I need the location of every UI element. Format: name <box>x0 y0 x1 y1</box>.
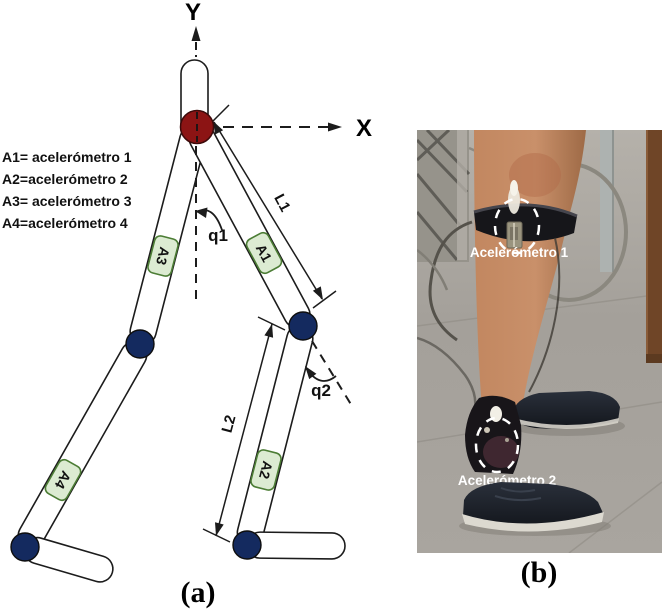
legend-line-a3: A3= acelerómetro 3 <box>2 193 132 209</box>
right-ankle-joint <box>232 530 262 560</box>
left-ankle-joint <box>10 532 40 562</box>
sensor-a1-label: A1 <box>253 241 276 265</box>
x-axis-arrow-icon <box>328 122 342 132</box>
q2-angle-label: q2 <box>311 381 331 400</box>
knee-shading <box>509 153 561 197</box>
y-axis-arrow-icon <box>191 26 201 41</box>
l1-length-label: L1 <box>270 191 293 214</box>
l1-arrow-icon <box>213 121 224 135</box>
knee-strap <box>474 204 577 242</box>
knee-strap-highlight <box>473 203 578 218</box>
ankle-strap-tint <box>483 436 519 468</box>
q1-angle-label: q1 <box>208 226 228 245</box>
q1-arrow-icon <box>195 207 208 218</box>
l2-arrow-icon <box>215 522 224 536</box>
metal-frame <box>417 130 471 262</box>
l2-dimension <box>202 316 286 543</box>
accelerometer-1-device <box>506 221 523 249</box>
y-axis-label: Y <box>185 0 201 26</box>
sensor-a1: A1 <box>245 231 283 275</box>
left-knee-joint <box>125 329 155 359</box>
l2-arrow-icon <box>264 324 274 338</box>
legend-line-a1: A1= acelerómetro 1 <box>2 149 132 165</box>
x-axis-label: X <box>356 115 372 142</box>
front-shoe <box>463 482 603 528</box>
left-shank-link <box>17 341 148 550</box>
accelerometer-1-marker <box>493 197 541 255</box>
cables <box>417 146 510 409</box>
accelerometer-1-label: Acelerómetro 1 <box>470 245 569 260</box>
calf-cable <box>528 237 561 393</box>
leg <box>474 130 586 423</box>
right-knee-joint <box>288 311 318 341</box>
background-pole <box>600 130 613 272</box>
back-shoe <box>512 391 620 429</box>
sensor-a2: A2 <box>250 449 282 491</box>
back-shoe-sole <box>513 418 619 429</box>
sensor-a4-label: A4 <box>52 468 75 492</box>
l1-arrow-icon <box>312 286 323 300</box>
sensor-a2-label: A2 <box>256 459 276 481</box>
q2-arrow-icon <box>305 366 317 380</box>
caption-a: (a) <box>180 576 216 609</box>
legend-line-a2: A2=acelerómetro 2 <box>2 171 128 187</box>
thigh-extension-dashed-line <box>311 340 353 407</box>
right-shank-link <box>236 324 314 547</box>
legend-line-a4: A4=acelerómetro 4 <box>2 215 128 231</box>
wood-panel <box>646 130 662 363</box>
leg-model-diagram: A1 A2 A3 A4 Y X q1 q2 L1 L2 <box>10 0 372 583</box>
sensor-a4: A4 <box>44 458 82 502</box>
leg-photo: Acelerómetro 1 Acelerómetro 2 <box>417 130 662 553</box>
right-thigh-link <box>188 124 311 329</box>
accelerometer-legend: A1= acelerómetro 1 A2=acelerómetro 2 A3=… <box>2 146 162 234</box>
front-shoe-sole <box>462 512 604 532</box>
sensor-a3: A3 <box>147 235 179 277</box>
sensor1-glow-top <box>510 180 518 196</box>
caption-b: (b) <box>520 556 558 589</box>
sensor-a3-label: A3 <box>153 245 173 267</box>
accelerometer-2-marker <box>474 416 520 474</box>
l2-length-label: L2 <box>219 413 240 434</box>
shoe-laces <box>494 487 542 502</box>
